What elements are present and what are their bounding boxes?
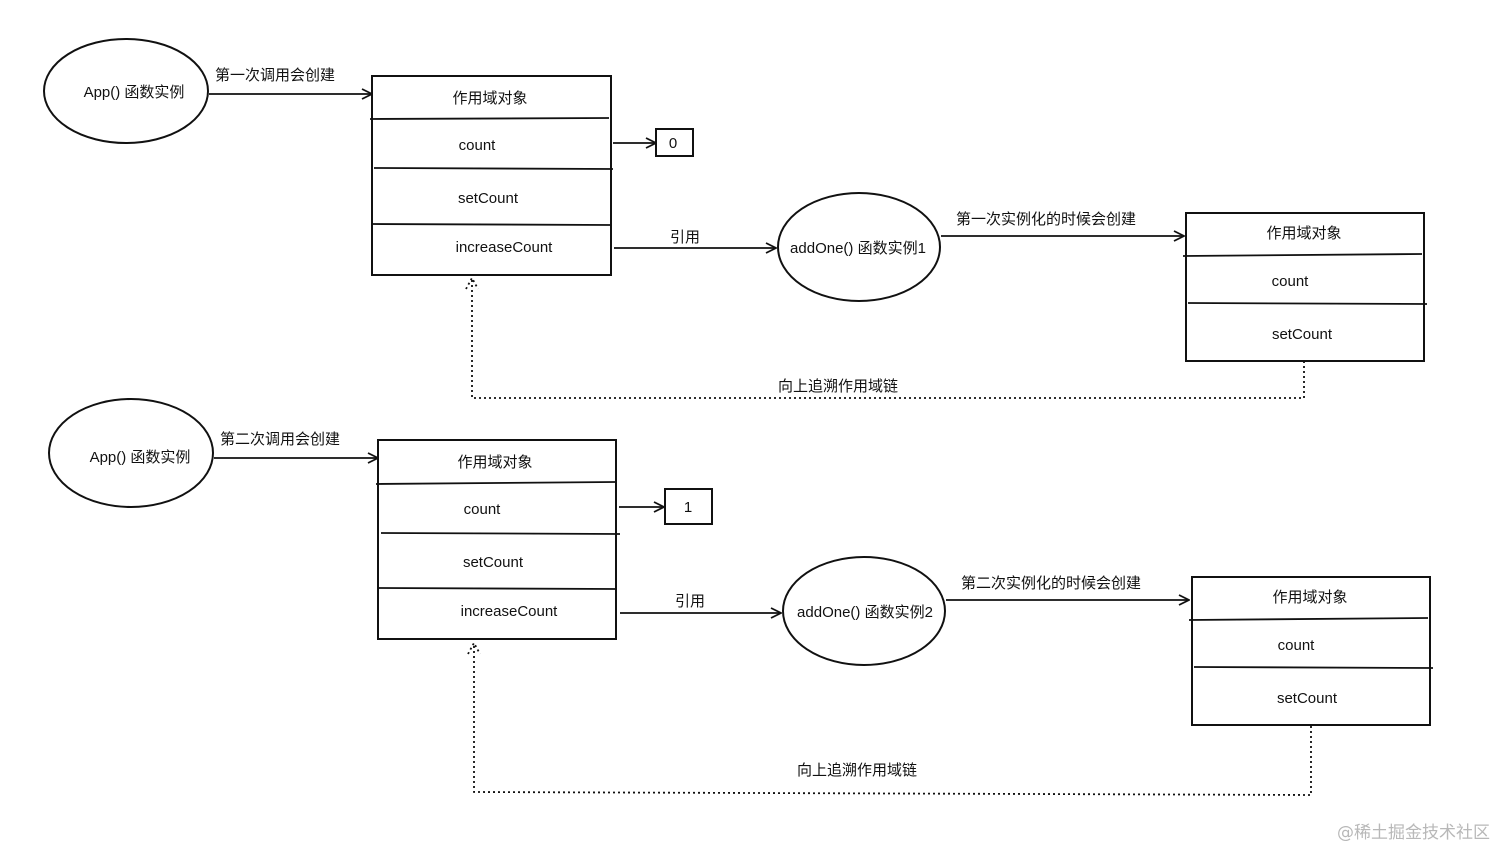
group-second-call: App() 函数实例 第二次调用会创建 作用域对象 count setCount…: [48, 398, 1434, 796]
inner-scope-title: 作用域对象: [1266, 225, 1341, 242]
scope-row-count: count: [459, 137, 497, 154]
scope-chain-arrowhead: [467, 641, 481, 655]
app-instance-node: [43, 38, 209, 144]
scope-object-box: 作用域对象 count setCount increaseCount: [369, 75, 614, 276]
watermark: @稀土掘金技术社区: [1337, 823, 1490, 843]
scope-object-frame: [377, 439, 617, 640]
row-divider: [380, 532, 621, 535]
scope-chain-label: 向上追溯作用域链: [778, 378, 898, 395]
row-divider: [371, 223, 612, 226]
count-value-box: [655, 128, 694, 157]
scope-object-title: 作用域对象: [452, 90, 527, 107]
scope-object-box: 作用域对象 count setCount increaseCount: [375, 439, 621, 640]
reference-label: 引用: [675, 593, 705, 610]
row-divider: [1182, 253, 1423, 257]
scope-chain-dotted-path: [473, 643, 1312, 796]
inner-scope-row-count: count: [1278, 637, 1316, 654]
row-divider: [1187, 302, 1428, 305]
row-divider: [1188, 617, 1429, 621]
app-instance-label: App() 函数实例: [90, 449, 191, 466]
row-divider: [375, 481, 616, 485]
addone-instance-label: addOne() 函数实例2: [797, 604, 933, 621]
inner-scope-object-box: 作用域对象 count setCount: [1182, 212, 1428, 362]
addone-instance-node: [782, 556, 946, 666]
inner-scope-row-setcount: setCount: [1277, 690, 1338, 707]
scope-chain-arrowhead: [465, 276, 479, 290]
addone-instance-label: addOne() 函数实例1: [790, 240, 926, 257]
inner-scope-row-count: count: [1272, 273, 1310, 290]
inner-scope-object-box: 作用域对象 count setCount: [1188, 576, 1434, 726]
call-label: 第一次调用会创建: [215, 66, 335, 84]
inner-scope-frame: [1185, 212, 1425, 362]
app-instance-node: [48, 398, 214, 508]
scope-chain-label: 向上追溯作用域链: [797, 762, 917, 779]
row-divider: [369, 117, 610, 120]
scope-row-increasecount: increaseCount: [461, 603, 559, 620]
scope-row-setcount: setCount: [458, 190, 519, 207]
group-first-call: App() 函数实例 第一次调用会创建 作用域对象 count setCount…: [43, 38, 1428, 399]
scope-row-increasecount: increaseCount: [456, 239, 554, 256]
inner-scope-title: 作用域对象: [1272, 589, 1347, 606]
addone-instance-node: [777, 192, 941, 302]
app-instance-label: App() 函数实例: [84, 84, 185, 101]
scope-row-setcount: setCount: [463, 554, 524, 571]
scope-row-count: count: [464, 501, 502, 518]
inner-scope-row-setcount: setCount: [1272, 326, 1333, 343]
instantiate-label: 第一次实例化的时候会创建: [956, 210, 1136, 228]
row-divider: [373, 167, 614, 170]
scope-object-title: 作用域对象: [457, 454, 532, 471]
call-label: 第二次调用会创建: [220, 430, 340, 448]
count-value: 1: [684, 499, 692, 516]
count-value: 0: [669, 135, 677, 152]
reference-label: 引用: [670, 229, 700, 246]
instantiate-label: 第二次实例化的时候会创建: [961, 574, 1141, 592]
row-divider: [1193, 666, 1434, 669]
inner-scope-frame: [1191, 576, 1431, 726]
row-divider: [377, 587, 618, 590]
count-value-box: [664, 488, 713, 525]
scope-object-frame: [371, 75, 612, 276]
